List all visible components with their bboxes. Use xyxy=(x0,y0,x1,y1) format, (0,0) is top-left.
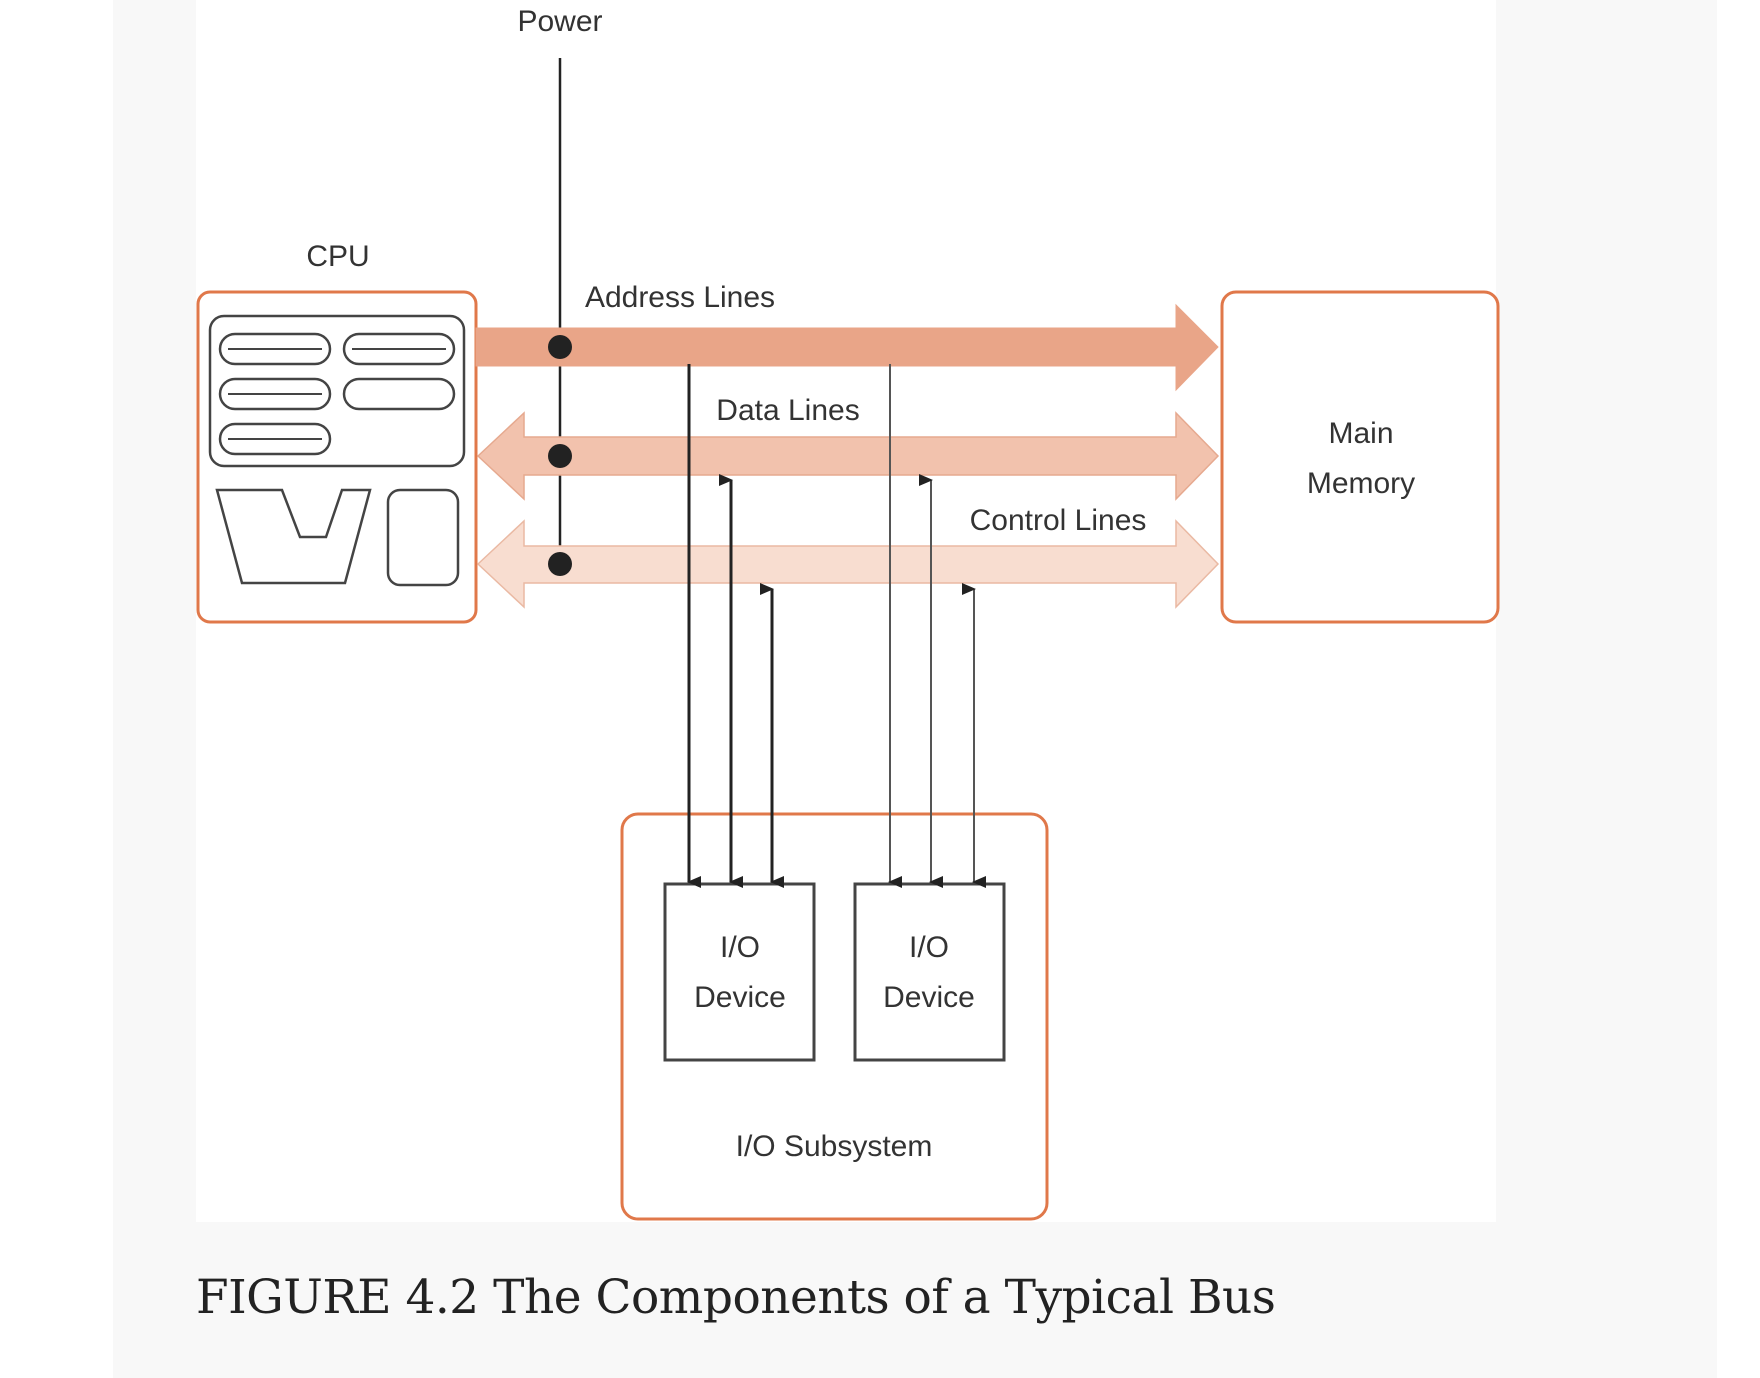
address-bus xyxy=(475,303,1219,392)
control-lines-label: Control Lines xyxy=(970,504,1147,537)
bus-diagram: Power CPU Main Memory xyxy=(196,5,1500,1221)
data-bus xyxy=(476,411,1220,501)
alu-icon xyxy=(215,488,372,585)
data-lines-label: Data Lines xyxy=(716,394,859,427)
power-junction-dot xyxy=(548,335,572,359)
io-device-1-label-line1: I/O xyxy=(720,931,760,964)
address-lines-label: Address Lines xyxy=(585,281,775,314)
power-junction-dot xyxy=(548,552,572,576)
power-junction-dot xyxy=(548,444,572,468)
main-memory-label-line1: Main xyxy=(1328,417,1393,450)
control-bus xyxy=(476,519,1220,609)
io-device-1-label-line2: Device xyxy=(694,981,786,1014)
register-icon xyxy=(342,377,456,411)
control-unit-icon xyxy=(386,488,460,587)
io-device-2-label-line1: I/O xyxy=(909,931,949,964)
cpu-label: CPU xyxy=(306,240,369,273)
main-memory-label-line2: Memory xyxy=(1307,467,1415,500)
cpu-box xyxy=(196,290,478,624)
io-device-2: I/O Device xyxy=(853,882,1006,1062)
main-memory-box: Main Memory xyxy=(1220,290,1500,624)
io-subsystem-label: I/O Subsystem xyxy=(736,1130,933,1163)
figure-caption: FIGURE 4.2 The Components of a Typical B… xyxy=(196,1270,1276,1325)
power-label: Power xyxy=(517,5,602,38)
io-device-2-label-line2: Device xyxy=(883,981,975,1014)
io-device-1: I/O Device xyxy=(663,882,816,1062)
